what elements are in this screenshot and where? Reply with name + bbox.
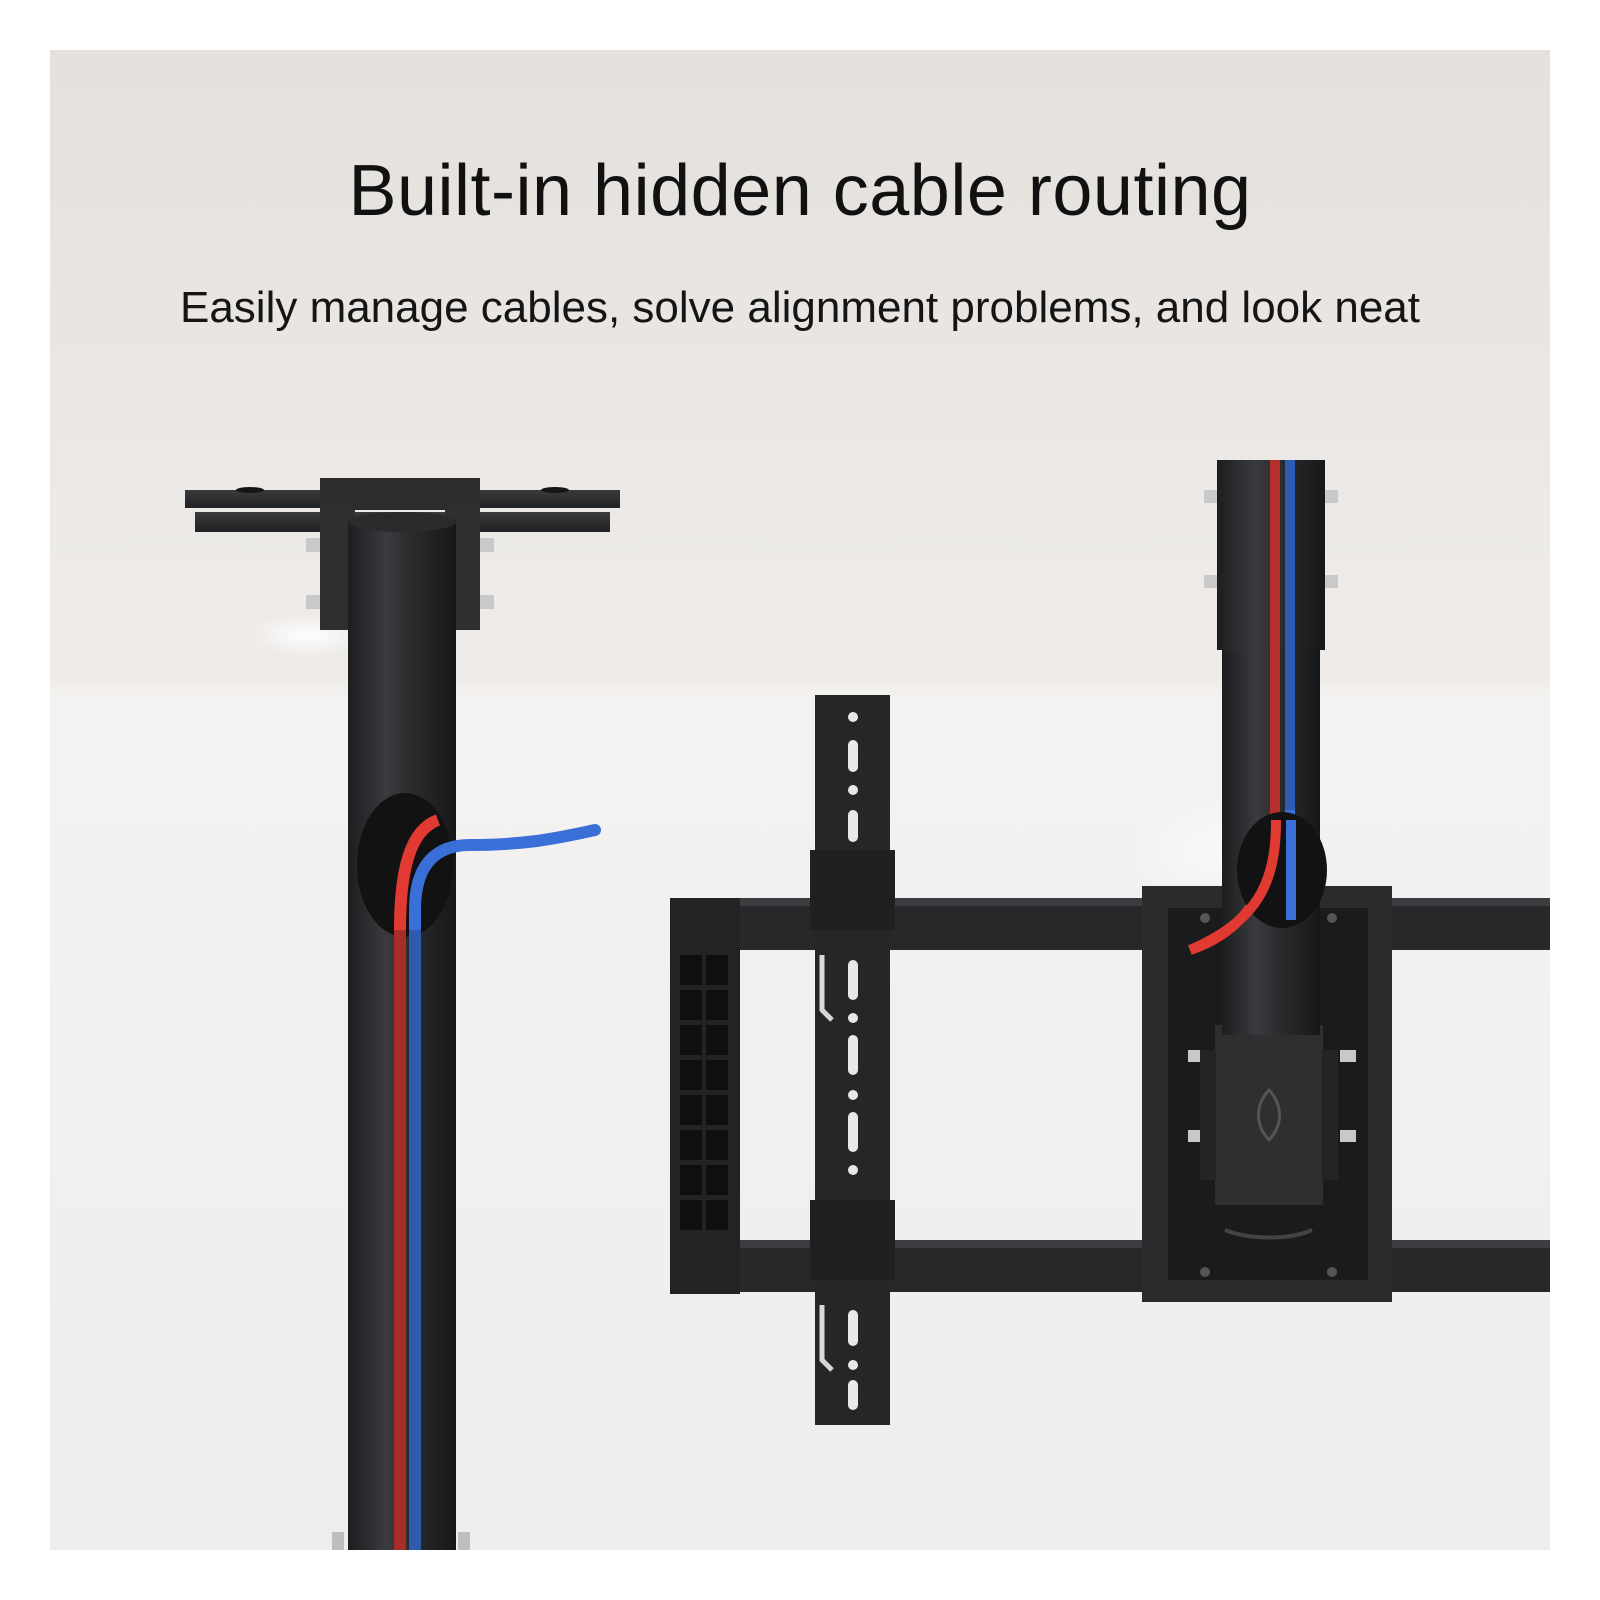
- left-pole: [348, 512, 601, 1550]
- vertical-tv-bracket: [810, 695, 895, 1425]
- red-cable: [394, 814, 441, 1550]
- tv-mount-rails: [670, 898, 1550, 1294]
- swivel-plate: [1142, 886, 1392, 1302]
- headline: Built-in hidden cable routing: [348, 151, 1252, 231]
- ceiling-mount-illustration: [185, 460, 1550, 1550]
- blue-cable: [409, 824, 601, 1550]
- product-image-frame: Built-in hidden cable routing Easily man…: [50, 50, 1550, 1550]
- right-pole: [1188, 460, 1338, 1035]
- subheadline: Easily manage cables, solve alignment pr…: [179, 283, 1421, 332]
- bolt: [332, 1532, 344, 1550]
- bolt: [458, 1532, 470, 1550]
